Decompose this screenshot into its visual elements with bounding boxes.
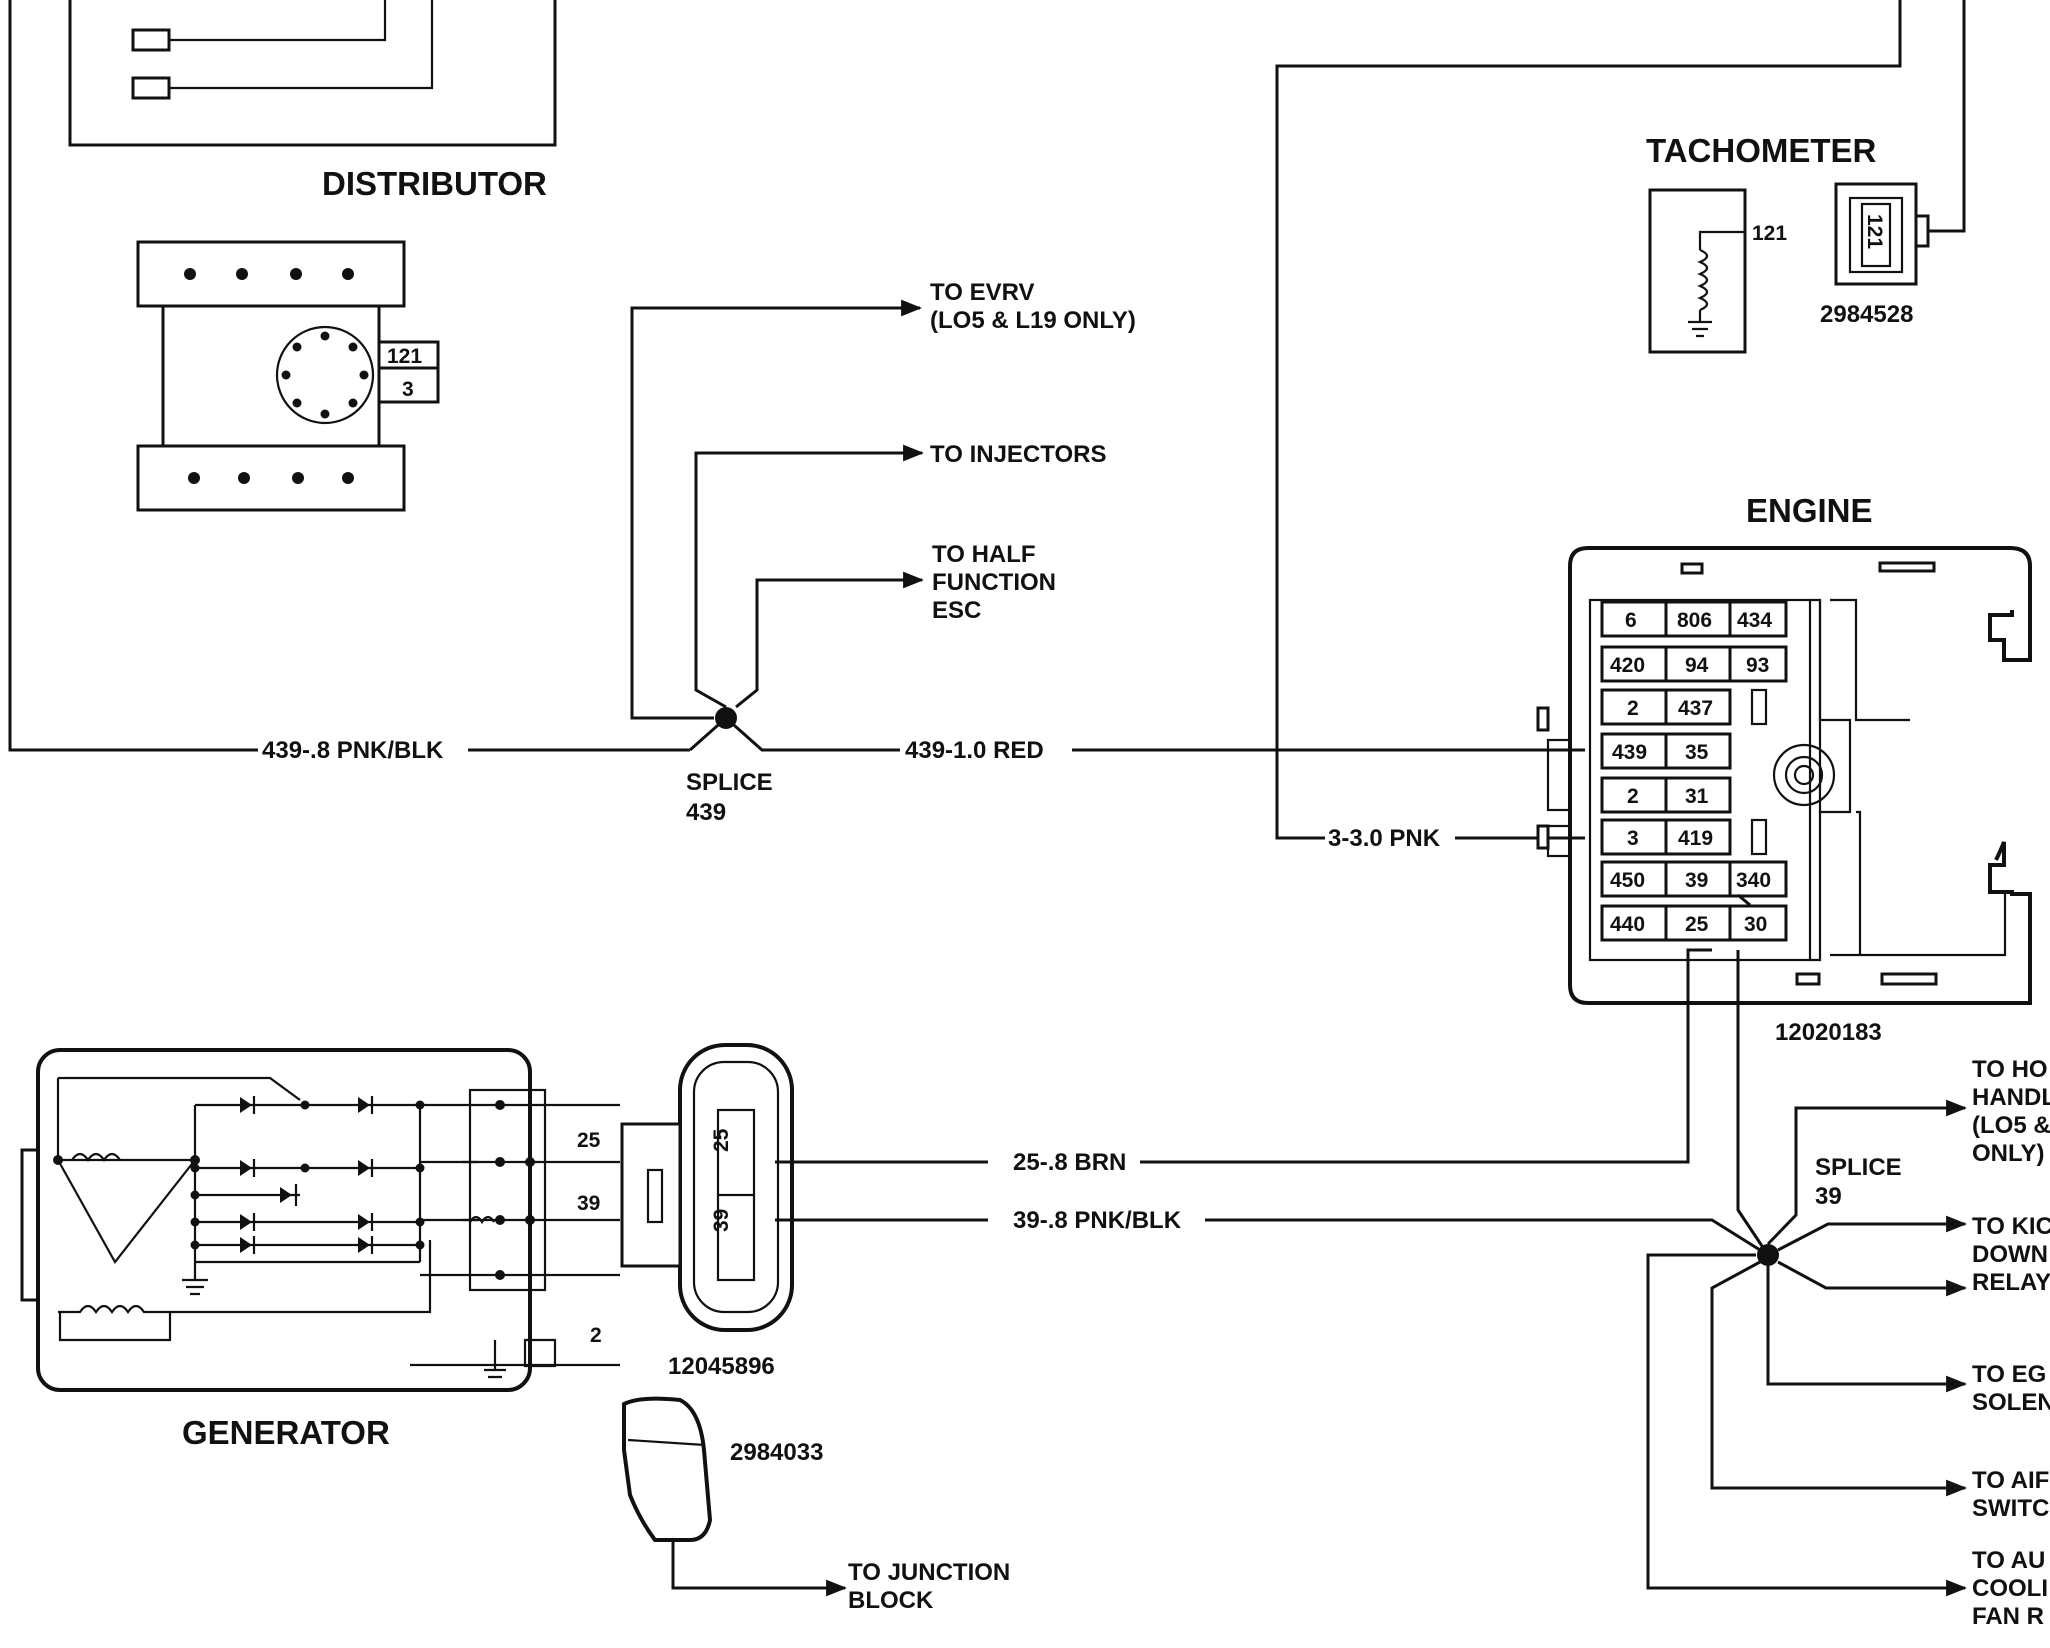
- tachometer-pin-label: 121: [1752, 222, 1787, 245]
- gen-cover-part: 2984033: [730, 1439, 823, 1466]
- dest-junction-2: BLOCK: [848, 1587, 934, 1614]
- engine-cavity: 93: [1746, 654, 1769, 677]
- dest-egr-1: TO EG: [1972, 1361, 2046, 1388]
- engine-cavity: 31: [1685, 785, 1709, 808]
- generator-terminal-25: 25: [577, 1129, 601, 1152]
- dest-hot-handle-2: HANDL: [1972, 1084, 2050, 1111]
- splice-39: SPLICE 39: [1646, 893, 1968, 1597]
- dest-half-esc-2: FUNCTION: [932, 569, 1056, 596]
- engine-connector: ENGINE 6 806 434 420 94 93: [1536, 492, 2032, 1046]
- engine-cavity: 2: [1627, 697, 1639, 720]
- engine-cavity: 94: [1685, 654, 1709, 677]
- engine-part: 12020183: [1775, 1019, 1882, 1046]
- distributor: DISTRIBUTOR 121 3: [68, 0, 557, 512]
- dest-junction-1: TO JUNCTION: [848, 1559, 1010, 1586]
- wire-25-label: 25-.8 BRN: [1013, 1149, 1126, 1176]
- engine-cavity: 35: [1685, 741, 1709, 764]
- engine-cavity: 39: [1685, 869, 1708, 892]
- dest-kickdown-3: RELAY: [1972, 1269, 2050, 1296]
- splice-439-label-2: 439: [686, 799, 726, 826]
- splice-39-label-2: 39: [1815, 1183, 1842, 1210]
- dest-evrv-1: TO EVRV: [930, 279, 1034, 306]
- engine-cavity: 419: [1678, 827, 1713, 850]
- dest-egr-2: SOLEN: [1972, 1389, 2050, 1416]
- dest-air-2: SWITC: [1972, 1495, 2049, 1522]
- splice-39-destinations: TO HO HANDL (LO5 & ONLY) TO KIC DOWN REL…: [1972, 1056, 2050, 1630]
- engine-cavity: 6: [1625, 609, 1637, 632]
- wire-439a-label: 439-.8 PNK/BLK: [262, 737, 444, 764]
- engine-label: ENGINE: [1746, 492, 1873, 529]
- wire-439a: [8, 0, 258, 752]
- splice-439: 439-1.0 RED SPLICE 439: [630, 299, 1585, 826]
- engine-cavity: 437: [1678, 697, 1713, 720]
- tachometer-label: TACHOMETER: [1646, 132, 1877, 169]
- engine-cavity-grid: 6 806 434 420 94 93 2 437 439 35 2 31 3 …: [1600, 600, 1788, 942]
- splice-439-label-1: SPLICE: [686, 769, 773, 796]
- dest-air-1: TO AIF: [1972, 1467, 2049, 1494]
- gen-connector-pin-39: 39: [710, 1209, 733, 1232]
- engine-cavity: 434: [1737, 609, 1772, 632]
- wire-3-label: 3-3.0 PNK: [1328, 825, 1441, 852]
- dest-half-esc-1: TO HALF: [932, 541, 1036, 568]
- dest-fan-1: TO AU: [1972, 1547, 2045, 1574]
- splice-39-label-1: SPLICE: [1815, 1154, 1902, 1181]
- tachometer-part: 2984528: [1820, 301, 1913, 328]
- wire-439b-label: 439-1.0 RED: [905, 737, 1044, 764]
- gen-connector-pin-25: 25: [710, 1128, 733, 1152]
- generator-cover: 2984033 TO JUNCTION BLOCK: [622, 1396, 1010, 1614]
- tachometer-pin: 121: [1863, 214, 1886, 249]
- generator-connector: 25 39 12045896: [620, 1043, 794, 1380]
- gen-connector-part: 12045896: [668, 1353, 775, 1380]
- distributor-connector: 121 3: [136, 240, 440, 512]
- generator-terminal-39: 39: [577, 1192, 600, 1215]
- engine-cavity: 450: [1610, 869, 1645, 892]
- engine-cavity: 25: [1685, 913, 1709, 936]
- dest-evrv-2: (LO5 & L19 ONLY): [930, 307, 1136, 334]
- engine-cavity: 420: [1610, 654, 1645, 677]
- dest-hot-handle-4: ONLY): [1972, 1140, 2044, 1167]
- dest-hot-handle-1: TO HO: [1972, 1056, 2048, 1083]
- distributor-label: DISTRIBUTOR: [322, 165, 547, 202]
- dest-fan-2: COOLI: [1972, 1575, 2048, 1602]
- generator: 25 39 2 GENERATOR: [20, 1048, 620, 1451]
- engine-cavity: 440: [1610, 913, 1645, 936]
- wire-3: [1275, 0, 1902, 840]
- dest-hot-handle-3: (LO5 &: [1972, 1112, 2050, 1139]
- engine-cavity: 3: [1627, 827, 1639, 850]
- engine-cavity: 30: [1744, 913, 1767, 936]
- dest-half-esc-3: ESC: [932, 597, 981, 624]
- generator-label: GENERATOR: [182, 1414, 390, 1451]
- dest-injectors: TO INJECTORS: [930, 441, 1106, 468]
- engine-cavity: 439: [1612, 741, 1647, 764]
- generator-terminal-2: 2: [590, 1324, 602, 1347]
- dest-kickdown-2: DOWN: [1972, 1241, 2048, 1268]
- dest-fan-3: FAN R: [1972, 1603, 2044, 1630]
- engine-cavity: 340: [1736, 869, 1771, 892]
- engine-cavity: 806: [1677, 609, 1712, 632]
- dest-kickdown-1: TO KIC: [1972, 1213, 2050, 1240]
- distributor-pin-3: 3: [402, 378, 414, 401]
- distributor-pin-121: 121: [387, 345, 422, 368]
- engine-cavity: 2: [1627, 785, 1639, 808]
- wire-39-label: 39-.8 PNK/BLK: [1013, 1207, 1182, 1234]
- tachometer: TACHOMETER 121 121 2984528: [1646, 0, 1966, 354]
